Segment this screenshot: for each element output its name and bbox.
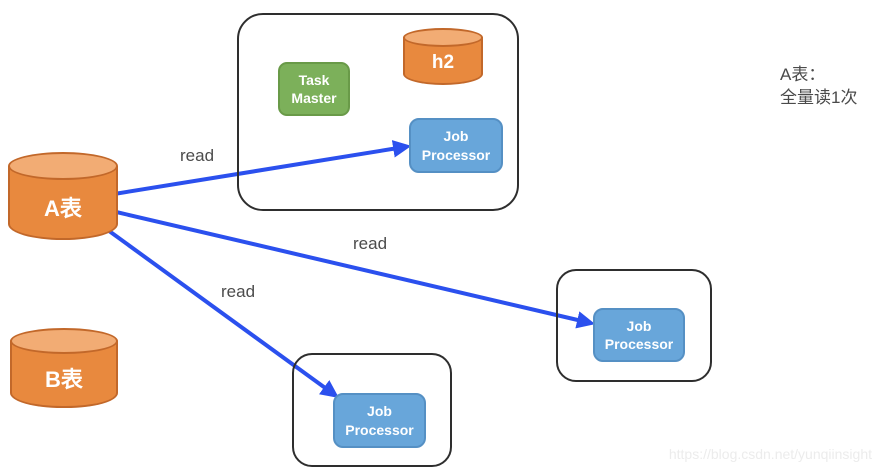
- group-job-processor-right: [556, 269, 712, 382]
- read-arrow-top: [113, 140, 412, 196]
- annotation-text: A表： 全量读1次: [780, 64, 857, 110]
- watermark-text: https://blog.csdn.net/yunqiinsight: [668, 446, 872, 462]
- annotation-line1: A表：: [780, 65, 826, 84]
- table-a-label: A表: [44, 196, 82, 221]
- read-label-top: read: [180, 146, 215, 165]
- table-b-cylinder: B表: [10, 328, 118, 408]
- read-label-bottom: read: [221, 282, 256, 301]
- job-processor-bottom-box: Job Processor: [333, 393, 426, 448]
- table-b-body: B表: [10, 341, 118, 408]
- table-b-label: B表: [45, 366, 83, 392]
- table-a-cylinder-top: [8, 152, 118, 180]
- table-b-cylinder-top: [10, 328, 118, 354]
- job-processor-right-label: Job Processor: [604, 317, 674, 352]
- read-arrow-right: [111, 209, 596, 329]
- table-a-body: A表: [8, 166, 118, 240]
- h2-cylinder: h2: [403, 28, 483, 85]
- annotation-line2: 全量读1次: [780, 87, 858, 107]
- group-task-master-cluster: [237, 13, 519, 211]
- job-processor-top-label: Job Processor: [421, 128, 491, 163]
- job-processor-bottom-label: Job Processor: [345, 403, 414, 438]
- table-a-cylinder: A表: [8, 152, 118, 240]
- read-arrow-bottom: [103, 226, 340, 398]
- read-label-right: read: [353, 234, 388, 253]
- h2-cylinder-top: [403, 28, 483, 47]
- job-processor-top-box: Job Processor: [409, 118, 503, 173]
- task-master-box: Task Master: [278, 62, 350, 116]
- task-master-label: Task Master: [291, 71, 337, 106]
- h2-body: h2: [403, 37, 483, 85]
- job-processor-right-box: Job Processor: [593, 308, 685, 362]
- h2-label: h2: [431, 51, 455, 73]
- group-job-processor-bottom: [292, 353, 452, 467]
